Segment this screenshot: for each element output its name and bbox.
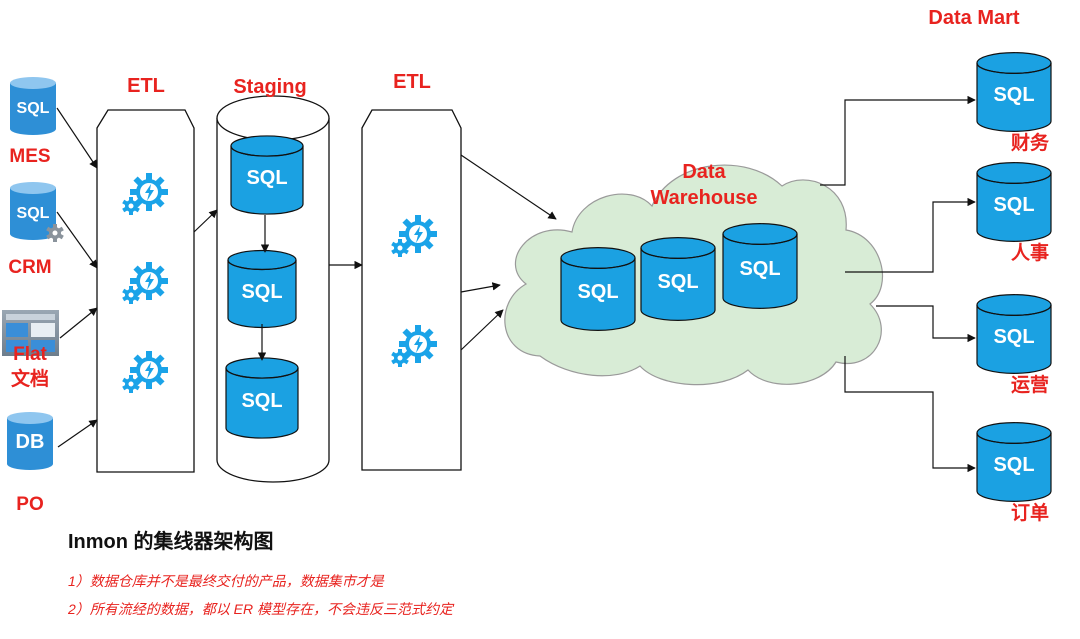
- staging-db-2: SQL: [227, 249, 297, 329]
- arrow-po-to-etl: [57, 419, 98, 448]
- staging-db-3: SQL: [225, 357, 299, 439]
- note-2: 2）所有流经的数据，都以 ER 模型存在，不会违反三范式约定: [68, 601, 454, 617]
- mart-db-1: SQL: [976, 52, 1052, 132]
- arrow-etl-to-warehouse-1: [460, 154, 557, 220]
- warehouse-db-2: SQL: [640, 237, 716, 321]
- sql-database-icon: SQL: [10, 77, 56, 135]
- sql-label: SQL: [241, 281, 282, 303]
- source-label-2: CRM: [8, 257, 51, 278]
- sql-label: SQL: [993, 194, 1034, 216]
- mart-label-4: 订单: [1011, 501, 1049, 524]
- arrow-mes-to-etl: [56, 107, 98, 169]
- mart-db-2: SQL: [976, 162, 1052, 242]
- etl-label-2: ETL: [393, 71, 431, 93]
- etl-gear-icon-5: [391, 325, 437, 367]
- mart-db-3: SQL: [976, 294, 1052, 374]
- connector-to-mart-hr: [845, 197, 976, 273]
- warehouse-db-1: SQL: [560, 247, 636, 331]
- arrow-flat-to-etl: [59, 307, 98, 339]
- connector-to-mart-ops: [876, 305, 976, 343]
- svg-text:SQL: SQL: [17, 205, 50, 222]
- arrow-crm-to-etl: [56, 211, 98, 269]
- mart-label-1: 财务: [1011, 131, 1050, 154]
- sql-label: SQL: [993, 326, 1034, 348]
- etl-box-2: [361, 109, 462, 471]
- svg-text:DB: DB: [16, 431, 45, 453]
- mart-db-4: SQL: [976, 422, 1052, 502]
- mart-label-3: 运营: [1011, 373, 1049, 396]
- etl-gear-icon-1: [122, 173, 168, 215]
- warehouse-db-3: SQL: [722, 223, 798, 309]
- etl-gear-icon-3: [122, 351, 168, 393]
- note-1: 1）数据仓库并不是最终交付的产品，数据集市才是: [68, 573, 384, 589]
- etl-gear-icon-4: [391, 215, 437, 257]
- source-label-4: PO: [16, 494, 43, 515]
- arrow-etl-to-warehouse-2: [460, 282, 501, 293]
- sql-label: SQL: [241, 390, 282, 412]
- mart-label-2: 人事: [1011, 241, 1049, 264]
- etl-label-1: ETL: [127, 75, 165, 97]
- sql-label: SQL: [993, 454, 1034, 476]
- diagram-caption: Inmon 的集线器架构图: [68, 531, 274, 553]
- sql-label: SQL: [577, 281, 618, 303]
- gear-icon: [46, 224, 64, 242]
- sql-label: SQL: [739, 258, 780, 280]
- db-icon: DB: [7, 412, 53, 470]
- source-label-1: MES: [9, 146, 50, 167]
- sql-database-gear-icon: SQL: [10, 182, 64, 242]
- arrow-etl-to-warehouse-3: [460, 309, 504, 351]
- sql-label: SQL: [657, 271, 698, 293]
- svg-text:SQL: SQL: [17, 100, 50, 117]
- arrow-etl-to-staging: [193, 209, 218, 233]
- data-mart-label: Data Mart: [928, 7, 1019, 29]
- etl-gear-icon-2: [122, 262, 168, 304]
- staging-db-1: SQL: [230, 135, 304, 215]
- flat-file-icon: [2, 310, 59, 356]
- sql-label: SQL: [246, 167, 287, 189]
- staging-label: Staging: [233, 76, 306, 98]
- sql-label: SQL: [993, 84, 1034, 106]
- connector-to-mart-finance: [820, 95, 976, 186]
- connector-to-mart-order: [844, 356, 976, 473]
